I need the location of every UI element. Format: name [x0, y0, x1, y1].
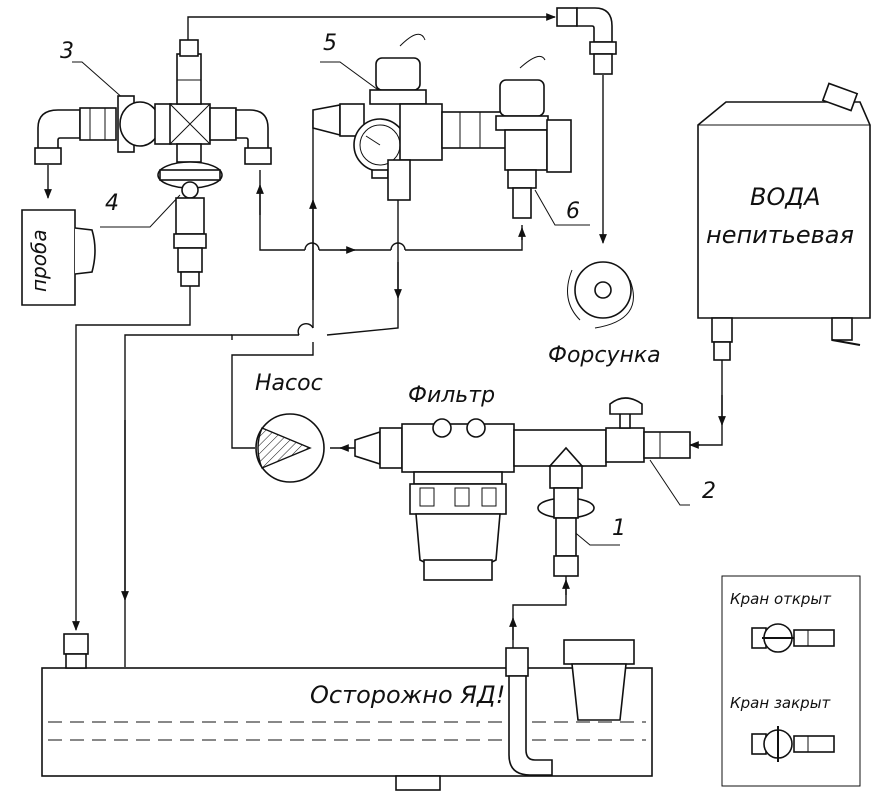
sample-label: проба [27, 229, 51, 292]
valve-closed-icon [751, 726, 835, 762]
callout-numbers: 3 4 5 6 1 2 [60, 31, 716, 541]
valve-open-icon [751, 623, 835, 653]
chemical-tank: Осторожно ЯД! [41, 633, 653, 791]
callout-1: 1 [612, 516, 626, 541]
legend-box: Кран открыт Кран закрыт [721, 575, 861, 787]
water-label-line2: непитьевая [706, 221, 854, 249]
sample-vessel: проба [21, 209, 96, 306]
pump-label: Насос [255, 371, 323, 396]
warning-label: Осторожно ЯД! [310, 681, 505, 709]
callout-5: 5 [323, 31, 337, 56]
callout-4: 4 [105, 191, 119, 216]
callout-3: 3 [60, 39, 74, 64]
legend-closed-label: Кран закрыт [730, 694, 832, 712]
nozzle-label: Форсунка [548, 343, 661, 368]
valve-2 [605, 397, 691, 463]
nozzle-assembly: Форсунка [548, 7, 661, 368]
water-tank: ВОДА непитьевая [697, 82, 871, 361]
callout-2: 2 [702, 479, 716, 504]
distribution-valve-block [34, 39, 272, 287]
pressure-regulators [312, 33, 572, 219]
callout-6: 6 [566, 199, 580, 224]
filter-label: Фильтр [408, 383, 495, 408]
flow-lines [44, 13, 726, 667]
water-label-line1: ВОДА [750, 183, 821, 211]
legend-open-label: Кран открыт [730, 590, 832, 608]
pump: Насос [255, 371, 325, 483]
valve-1 [537, 446, 595, 577]
